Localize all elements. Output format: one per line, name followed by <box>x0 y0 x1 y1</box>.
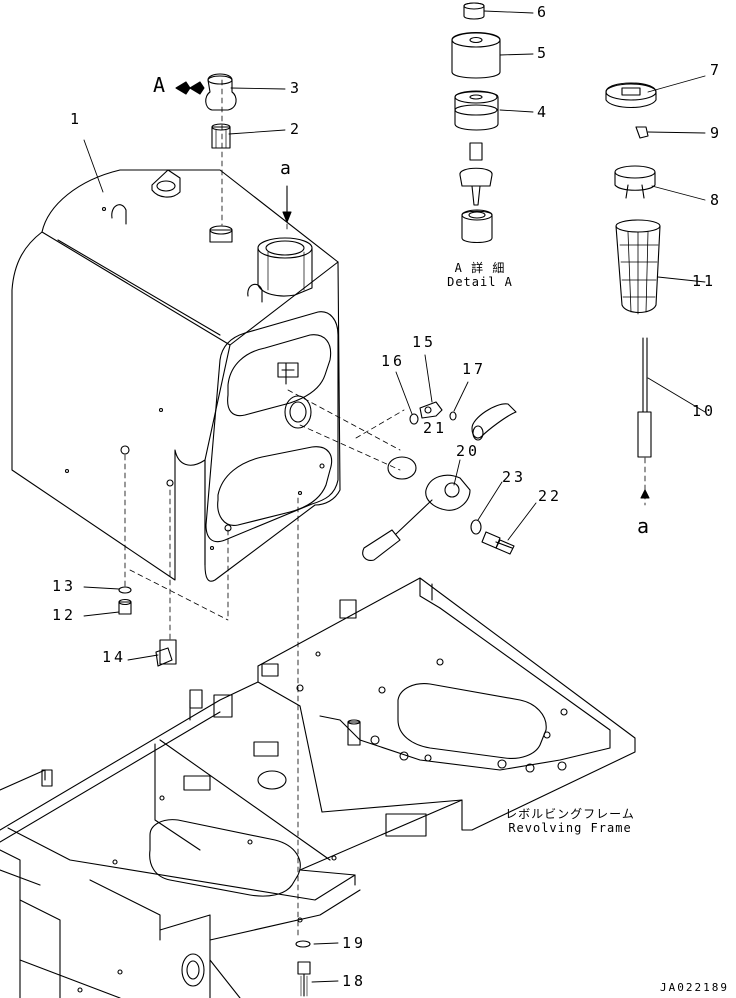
fuel-tank <box>12 170 340 581</box>
mounting-hardware <box>119 587 310 996</box>
callout-20: 20 <box>456 442 481 460</box>
reference-letter-top: a <box>280 158 291 179</box>
callout-11: 11 <box>692 272 717 290</box>
breather-parts <box>176 74 236 242</box>
callout-7: 7 <box>710 61 723 79</box>
revolving-frame-caption-japanese: レボルビングフレーム <box>505 807 635 821</box>
callout-15: 15 <box>412 333 437 351</box>
callout-14: 14 <box>102 648 127 666</box>
filler-cap-parts <box>606 83 660 498</box>
callout-2: 2 <box>290 120 303 138</box>
callout-22: 22 <box>538 487 563 505</box>
reference-letter-bottom: a <box>637 514 650 538</box>
callout-12: 12 <box>52 606 77 624</box>
callout-6: 6 <box>537 3 550 21</box>
callout-8: 8 <box>710 191 723 209</box>
drawing-number: JA022189 <box>660 981 729 994</box>
callout-4: 4 <box>537 103 550 121</box>
callout-13: 13 <box>52 577 77 595</box>
callout-16: 16 <box>381 352 406 370</box>
sender-parts <box>363 402 516 560</box>
callout-21: 21 <box>423 419 448 437</box>
detail-a-caption: A 詳 細 Detail A <box>440 261 520 290</box>
callout-18: 18 <box>342 972 367 990</box>
leader-lines <box>84 11 705 982</box>
callout-23: 23 <box>502 468 527 486</box>
callout-1: 1 <box>70 110 83 128</box>
revolving-frame-caption: レボルビングフレーム Revolving Frame <box>500 807 640 836</box>
detail-a-caption-english: Detail A <box>447 274 513 289</box>
reference-arrow-top <box>283 186 291 222</box>
callout-17: 17 <box>462 360 487 378</box>
detail-a-caption-japanese: A 詳 細 <box>454 261 506 275</box>
revolving-frame <box>0 578 635 998</box>
callout-19: 19 <box>342 934 367 952</box>
callout-8-9: 9 <box>710 124 723 142</box>
revolving-frame-caption-english: Revolving Frame <box>508 820 632 835</box>
callout-10: 10 <box>692 402 717 420</box>
detail-a-parts <box>452 3 500 243</box>
projection-lines <box>125 80 645 935</box>
callout-3: 3 <box>290 79 303 97</box>
callout-5: 5 <box>537 44 550 62</box>
view-a-label: A <box>153 73 166 97</box>
